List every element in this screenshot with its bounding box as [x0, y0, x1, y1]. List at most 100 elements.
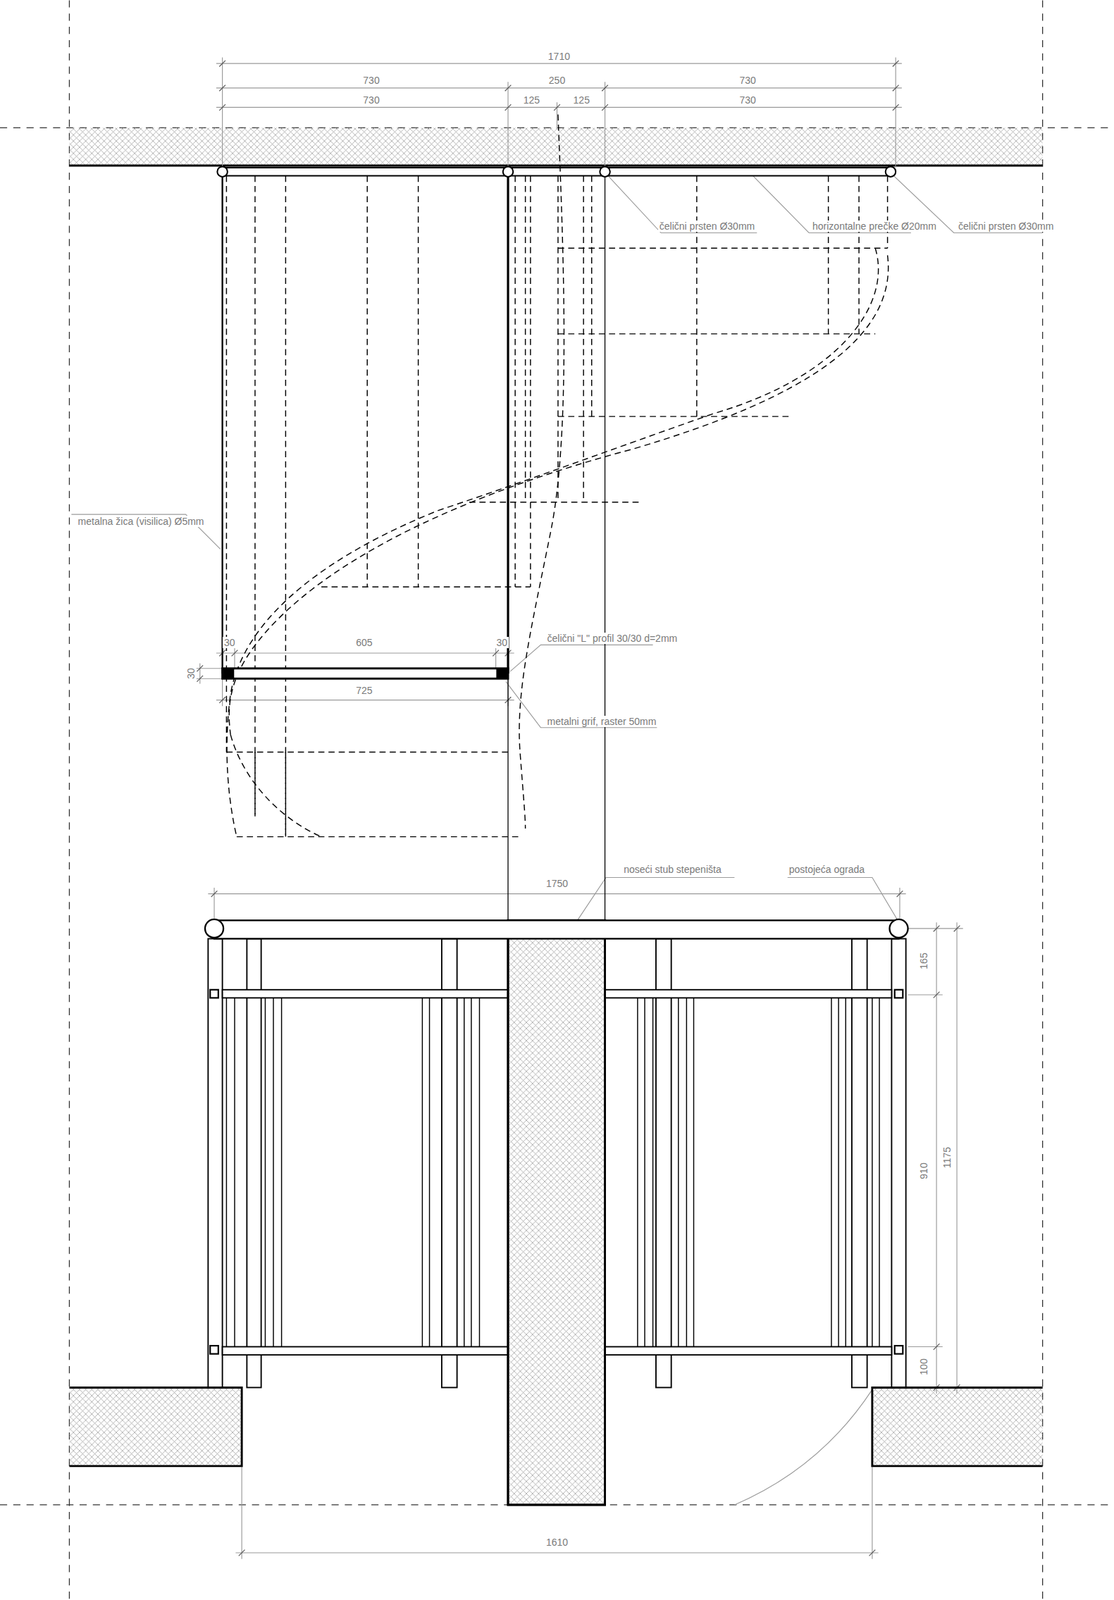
stair-hidden-lines-part — [887, 175, 888, 249]
dimension-text: 730 — [738, 94, 758, 106]
annotation-text: čelični "L" profil 30/30 d=2mm — [546, 632, 680, 645]
column-part — [508, 920, 606, 1506]
slab-top-part — [69, 164, 1043, 167]
railing-part — [894, 989, 904, 999]
leader-lines-part — [608, 175, 757, 233]
dimension-lines-part — [604, 81, 606, 168]
dimension-lines-part — [556, 102, 558, 128]
stair-hidden-lines-part — [591, 175, 592, 417]
dimension-lines-part — [956, 922, 957, 1394]
dimension-text: 125 — [522, 94, 542, 106]
slab-bottom — [69, 1387, 1043, 1466]
hanger-wires — [222, 175, 606, 921]
slab-top-part — [69, 127, 1043, 166]
hanger-wires-part — [221, 175, 223, 674]
annotation-text: horizontalne prečke Ø20mm — [811, 220, 938, 232]
railing-part — [894, 1345, 904, 1355]
handrail-part — [214, 920, 899, 939]
dimension-lines-part — [507, 81, 509, 168]
dimension-text: 30 — [185, 666, 197, 681]
dimension-text: 1710 — [546, 50, 572, 63]
dimension-text: 30 — [222, 636, 237, 649]
dimension-lines-part — [216, 699, 515, 701]
ring-bar-part — [599, 166, 610, 177]
l-profile — [222, 668, 509, 679]
stair-hidden-lines-part — [226, 751, 509, 753]
dimension-text: 250 — [547, 74, 567, 86]
dimension-lines-part — [213, 887, 215, 919]
dimension-lines-part — [895, 57, 897, 168]
handrail-part — [205, 919, 224, 938]
annotation-text: noseći stub stepeništa — [622, 863, 723, 876]
dimension-lines-part — [235, 1552, 878, 1553]
dimension-lines-part — [241, 1466, 243, 1560]
annotation-text: metalni grif, raster 50mm — [546, 715, 659, 728]
dimension-lines-part — [196, 650, 511, 704]
stair-hidden-lines-part — [827, 175, 829, 334]
hanger-wires-part — [604, 175, 606, 921]
stair-hidden-lines — [226, 114, 888, 838]
ring-bar — [217, 166, 896, 177]
ring-bar-part — [885, 166, 896, 177]
stair-hidden-lines-part — [366, 175, 368, 587]
ring-bar-part — [222, 166, 891, 169]
stair-hidden-lines-part — [558, 415, 791, 417]
hanger-wires-part — [506, 175, 509, 674]
stair-hidden-lines-part — [696, 175, 697, 417]
dimension-lines-part — [219, 60, 899, 111]
ring-bar-part — [217, 166, 227, 177]
handrail-part — [889, 919, 908, 938]
stair-hidden-lines-part — [285, 175, 287, 837]
hanger-wires-part — [507, 673, 509, 921]
slab-bottom-part — [872, 1387, 1043, 1466]
l-profile-part — [496, 669, 507, 678]
stair-hidden-lines-part — [321, 586, 531, 587]
dimension-text: 165 — [917, 951, 929, 971]
railing-part — [441, 938, 458, 1388]
stair-hidden-lines-part — [858, 175, 859, 334]
l-profile-part — [222, 668, 509, 679]
dimension-lines-part — [207, 893, 906, 895]
dimension-text: 100 — [917, 1357, 929, 1377]
dimension-lines-part — [238, 1550, 876, 1557]
ring-bar-part — [503, 166, 513, 177]
grid-axes-part — [69, 0, 70, 1600]
annotation-text: čelični prsten Ø30mm — [658, 220, 757, 232]
dimension-text: 730 — [738, 74, 758, 86]
stair-hidden-lines-part — [514, 175, 516, 587]
annotation-text: čelični prsten Ø30mm — [956, 220, 1055, 232]
grid-axes-part — [1042, 0, 1043, 1600]
leader-lines-part — [577, 877, 735, 921]
stair-hidden-lines-part — [229, 255, 888, 735]
dimension-lines-part — [908, 927, 964, 929]
dimension-text: 910 — [917, 1161, 929, 1181]
l-profile-part — [223, 669, 234, 678]
stair-hidden-lines-part — [557, 175, 559, 502]
dimension-lines-part — [233, 646, 235, 668]
dimension-lines-part — [908, 1346, 943, 1348]
dimension-text: 1750 — [544, 877, 570, 890]
stair-hidden-lines-part — [236, 836, 521, 838]
dimension-text: 1175 — [941, 1145, 953, 1170]
leader-lines-part — [787, 877, 898, 921]
dimension-text: 605 — [354, 636, 374, 649]
stair-hidden-lines-part — [226, 175, 227, 752]
leader-lines — [71, 175, 1043, 921]
dimension-lines — [195, 57, 964, 1560]
railing-part — [209, 1345, 219, 1355]
dimension-text: 125 — [572, 94, 592, 106]
railing-part — [655, 938, 672, 1388]
column-part — [508, 920, 606, 1506]
dimension-lines-part — [221, 57, 223, 168]
stair-hidden-lines-part — [230, 734, 322, 838]
railing-part — [207, 938, 222, 1388]
dimension-lines-part — [216, 63, 902, 65]
dimension-lines-part — [216, 107, 902, 108]
ring-bar-part — [222, 174, 891, 177]
dimension-lines-part — [933, 925, 961, 1391]
dimension-lines-part — [199, 663, 201, 684]
slab-top — [69, 127, 1043, 166]
column — [508, 920, 606, 1506]
